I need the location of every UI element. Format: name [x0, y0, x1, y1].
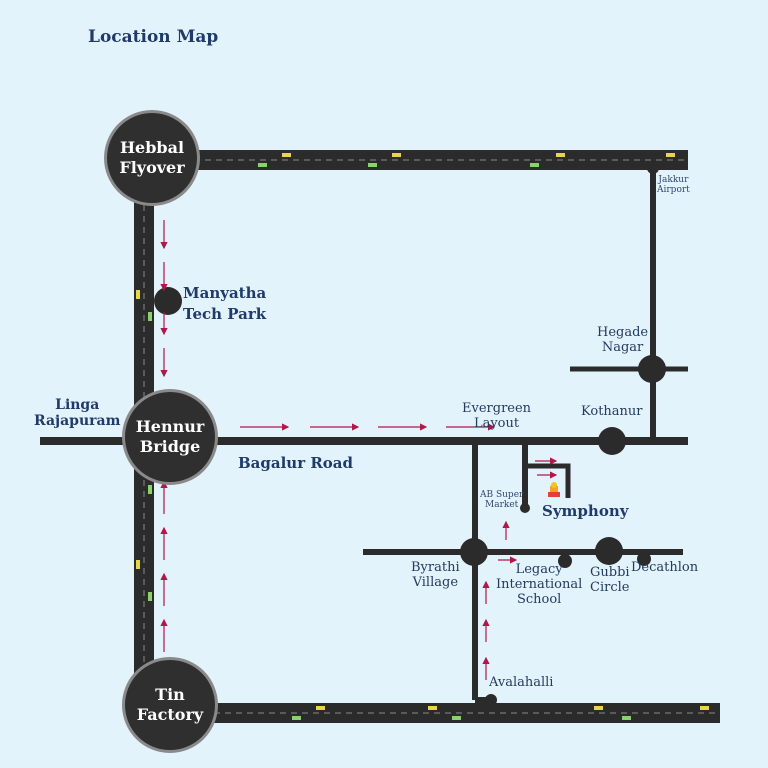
- label-symphony: Symphony: [542, 502, 629, 520]
- label-kothanur: Kothanur: [581, 404, 643, 419]
- route-arrows: [160, 220, 558, 680]
- map-title: Location Map: [88, 27, 219, 47]
- label-avalahalli: Avalahalli: [489, 675, 554, 690]
- label-decathlon: Decathlon: [631, 560, 699, 575]
- symphony-marker-icon: [548, 482, 560, 497]
- label-bagalur-road: Bagalur Road: [238, 454, 354, 472]
- minor-roads: [40, 165, 688, 703]
- junction-dots: [154, 162, 666, 706]
- road-symphony: [528, 463, 571, 498]
- major-roads: [134, 150, 720, 723]
